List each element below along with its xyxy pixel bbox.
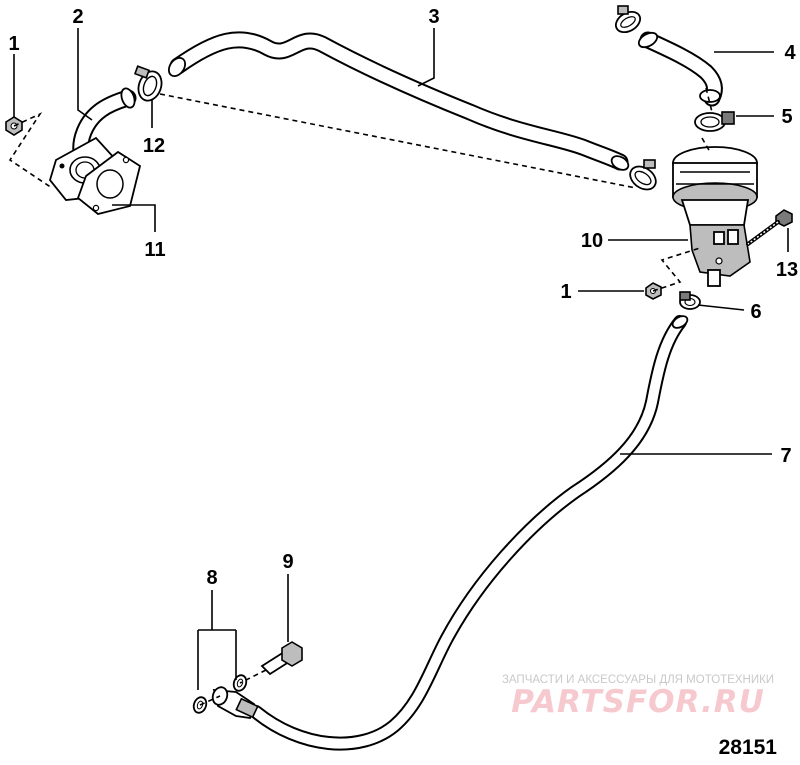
gasket-11 xyxy=(76,150,142,215)
bolt-9 xyxy=(260,641,303,676)
callout-12: 12 xyxy=(143,135,165,157)
watermark: ЗАПЧАСТИ И АКСЕССУАРЫ ДЛЯ МОТОТЕХНИКИ PA… xyxy=(502,674,774,720)
callout-3: 3 xyxy=(428,6,439,28)
figure-number: 28151 xyxy=(719,736,778,759)
clamp-hose4-top xyxy=(614,5,642,34)
bolt-13 xyxy=(746,209,793,246)
leader-lines xyxy=(13,28,789,690)
callout-7: 7 xyxy=(780,445,791,467)
watermark-brand: PARTSFOR.RU xyxy=(511,684,765,720)
hose-4 xyxy=(637,31,723,107)
callout-1-upper: 1 xyxy=(8,33,19,55)
callout-10: 10 xyxy=(581,230,603,252)
watermark-tagline: ЗАПЧАСТИ И АКСЕССУАРЫ ДЛЯ МОТОТЕХНИКИ xyxy=(502,674,774,686)
callout-6: 6 xyxy=(750,301,761,323)
clamp-hose3-right xyxy=(629,159,657,191)
separator-10 xyxy=(672,146,758,287)
callout-11: 11 xyxy=(144,239,165,261)
assembly-lines xyxy=(8,87,713,706)
fitting-8 xyxy=(192,674,259,720)
clamp-6 xyxy=(679,291,701,310)
callout-9: 9 xyxy=(282,551,293,573)
callout-8: 8 xyxy=(206,567,217,589)
callout-1-lower: 1 xyxy=(560,281,571,303)
clamp-12 xyxy=(133,65,163,102)
callout-13: 13 xyxy=(776,259,798,281)
clamp-5 xyxy=(694,111,735,132)
hose-7 xyxy=(249,315,689,751)
callout-5: 5 xyxy=(781,106,792,128)
callout-labels: 1 2 3 4 5 6 7 8 9 10 11 12 13 1 xyxy=(8,6,798,589)
callout-2: 2 xyxy=(72,6,83,28)
hose-3 xyxy=(167,31,630,171)
callout-4: 4 xyxy=(784,42,796,64)
